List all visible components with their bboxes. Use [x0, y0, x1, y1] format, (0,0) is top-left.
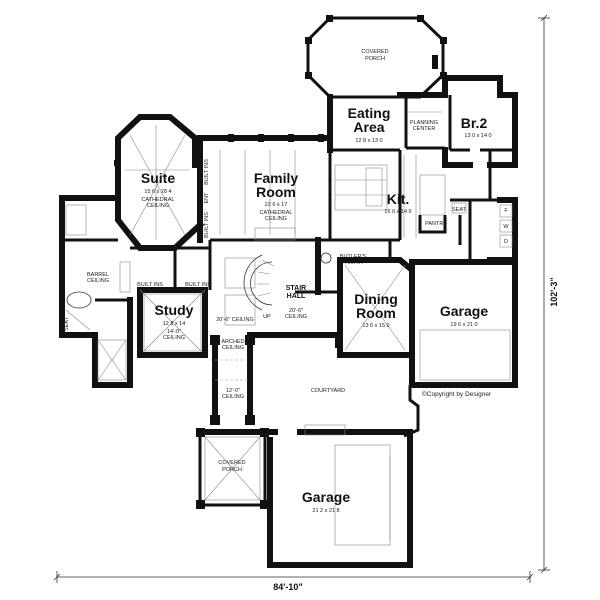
suite-ceiling-1: CATHEDRAL: [142, 197, 175, 203]
eating-area-size: 12 8 x 13 0: [355, 138, 382, 144]
family-room-name-2: Room: [256, 184, 296, 200]
study-name: Study: [155, 302, 194, 318]
eating-kitchen-walls: [327, 92, 446, 240]
planning-center-walls: [404, 95, 445, 150]
family-ceiling-2: CEILING: [265, 216, 287, 222]
built-ins-2: BUILT INS: [204, 212, 210, 238]
overall-width-label: 84'-10": [273, 582, 302, 592]
front-porch-label-1: COVERED: [218, 460, 245, 466]
front-porch-label-2: PORCH: [222, 467, 242, 473]
study-walls: [137, 287, 208, 358]
dryer2-label: D: [504, 239, 508, 245]
study-ceiling-2: CEILING: [163, 335, 185, 341]
courtyard-label: COURTYARD: [311, 388, 345, 394]
family-ceiling-1: CATHEDRAL: [260, 210, 293, 216]
garage-2-walls: [267, 429, 413, 568]
master-bath-walls: [59, 195, 133, 388]
study-ceiling-1: 14'-0": [167, 329, 181, 335]
built-ins-3: BUILT INS: [137, 282, 163, 288]
bedroom-2-size: 13 0 x 14 0: [464, 133, 491, 139]
washer-label: F: [504, 208, 508, 214]
eating-area-name-1: Eating: [348, 105, 391, 121]
arched-ceiling-1: ARCHED: [221, 339, 244, 345]
bath-seat-label: SEAT: [64, 316, 70, 331]
suite-name: Suite: [141, 170, 175, 186]
stair-hall-label-2: HALL: [287, 293, 306, 300]
built-ins-1: BUILT INS: [204, 159, 210, 185]
ent-label: ENT: [204, 192, 210, 204]
copyright-text: ©Copyright by Designer: [422, 390, 492, 398]
suite-size: 15 6 x 28 4: [144, 189, 171, 195]
rear-porch-label-2: PORCH: [365, 56, 385, 62]
gallery-ceiling-label: 20'-6" CEILING: [216, 317, 254, 323]
arched-ceiling-2: CEILING: [222, 345, 244, 351]
stair-ceiling-2: CEILING: [285, 314, 307, 320]
bedroom-2-name: Br.2: [461, 115, 488, 131]
garage-1-name: Garage: [440, 303, 488, 319]
kitchen-name: Kit.: [387, 191, 410, 207]
loggia-ceiling-1: 12'-0": [226, 388, 240, 394]
planning-center-label-2: CENTER: [413, 126, 436, 132]
planning-center-label-1: PLANNING: [410, 120, 438, 126]
width-dimension-line: [53, 571, 534, 583]
up-label: UP: [263, 314, 271, 320]
study-size: 12 8 x 14: [163, 321, 186, 327]
stair-hall-label-1: STAIR: [286, 285, 306, 292]
garage-2-name: Garage: [302, 489, 350, 505]
interior-connector-walls: [130, 238, 400, 290]
dining-room-size: 13 6 x 15 0: [362, 323, 389, 329]
dining-room-name-1: Dining: [354, 291, 398, 307]
family-room-name-1: Family: [254, 170, 299, 186]
garage-1-size: 19 6 x 21 0: [450, 322, 477, 328]
family-room-walls: [197, 134, 333, 243]
front-covered-porch: [196, 428, 269, 509]
pantry-label: PANTRY: [425, 221, 447, 227]
dryer-label: W: [503, 224, 509, 230]
built-ins-4: BUILT INS: [185, 282, 211, 288]
depth-dimension-line: [538, 14, 550, 574]
eating-area-name-2: Area: [353, 119, 384, 135]
loggia-ceiling-2: CEILING: [222, 394, 244, 400]
garage-1-walls: [409, 259, 518, 388]
overall-depth-label: 102'-3": [549, 277, 559, 306]
pantry-laundry-walls: [418, 147, 518, 263]
stair-ceiling-1: 20'-6": [289, 308, 303, 314]
laundry-seat-label: SEAT: [452, 207, 467, 213]
barrel-ceiling-2: CEILING: [87, 278, 109, 284]
dining-room-name-2: Room: [356, 305, 396, 321]
stair-hall: [224, 237, 340, 326]
rear-porch-label-1: COVERED: [361, 49, 388, 55]
barrel-ceiling-1: BARREL: [87, 272, 109, 278]
garage-2-size: 21 2 x 21 8: [312, 508, 339, 514]
family-room-size: 22 6 x 17: [265, 202, 288, 208]
kitchen-size: 16 0 x 14 6: [384, 209, 411, 215]
suite-ceiling-2: CEILING: [147, 203, 169, 209]
bedroom-2-walls: [403, 75, 518, 202]
